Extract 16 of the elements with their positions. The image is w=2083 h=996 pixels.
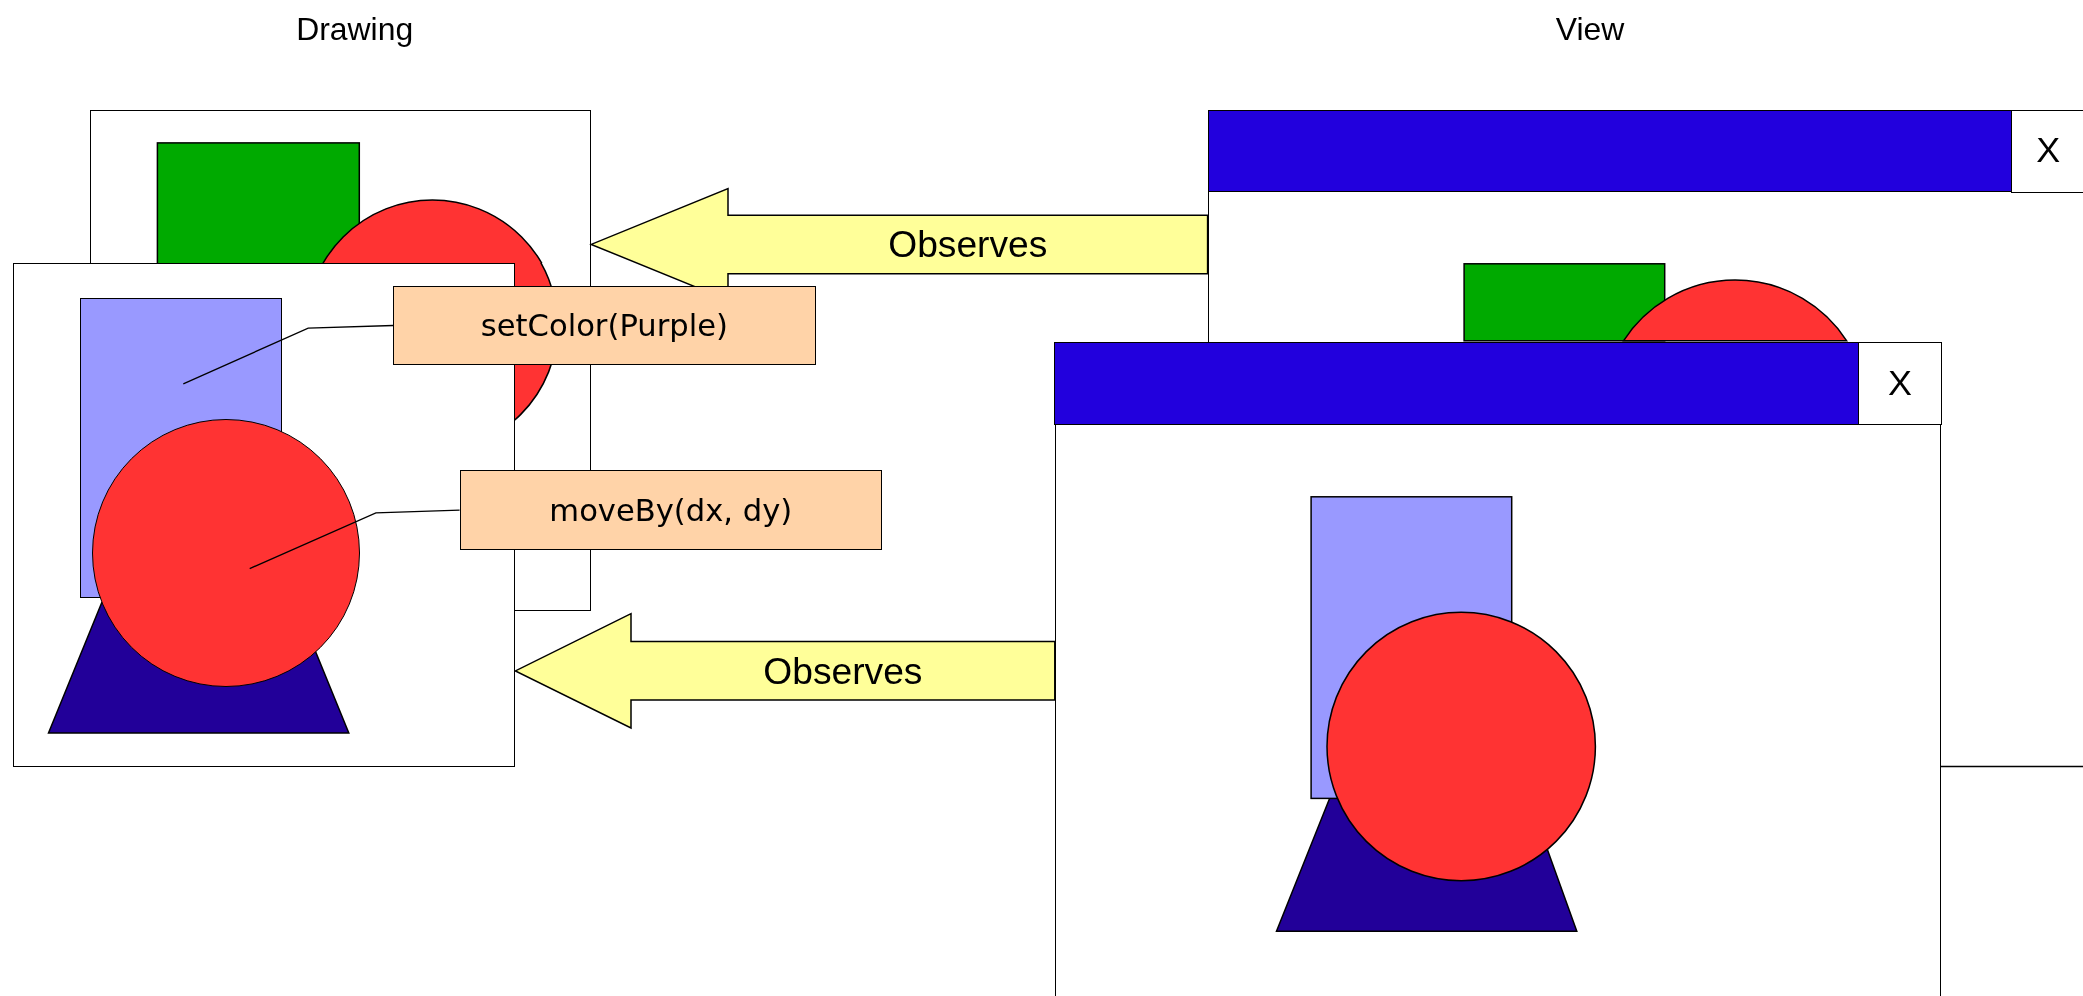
callout-box <box>393 285 816 366</box>
callout-box <box>459 470 882 550</box>
callout-text: setColor(Purple) <box>480 307 728 343</box>
close-button: X <box>1858 341 1942 426</box>
document-page <box>90 110 592 264</box>
edge-label: Observes <box>888 222 1048 266</box>
app-window <box>1054 342 1941 996</box>
callout-text: moveBy(dx, dy) <box>549 492 793 528</box>
close-button: X <box>2011 111 2083 193</box>
heading: Drawing <box>296 10 414 48</box>
leader-line <box>249 509 461 570</box>
app-window <box>1207 110 2083 343</box>
heading: View <box>1555 10 1625 48</box>
block-arrow <box>513 612 1056 730</box>
leader-line <box>182 324 394 385</box>
edge-label: Observes <box>763 649 923 693</box>
